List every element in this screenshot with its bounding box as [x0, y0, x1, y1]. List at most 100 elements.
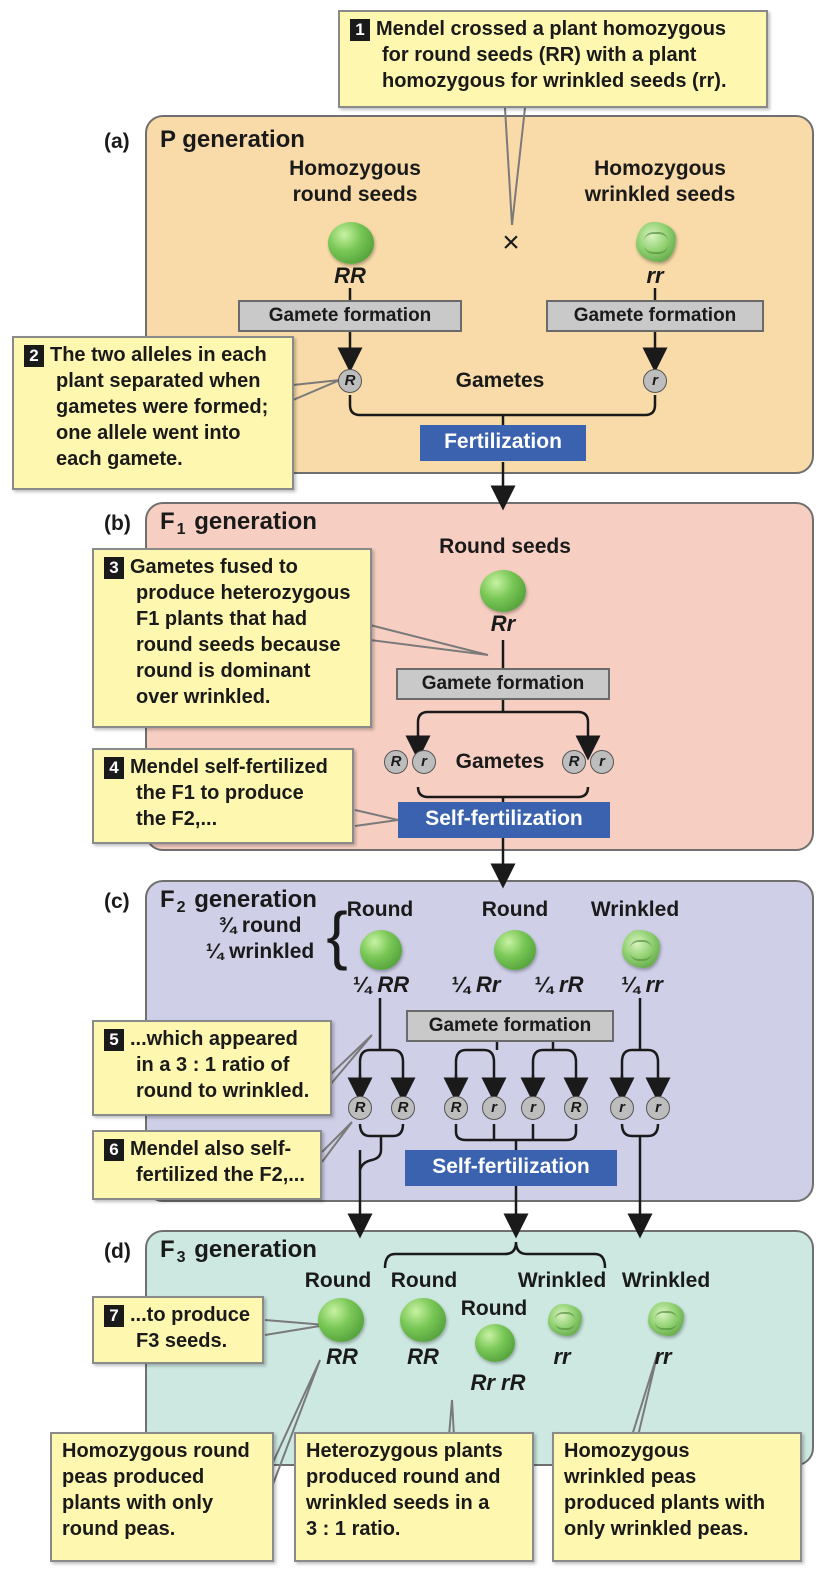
f3-wrinkled-label-1: Wrinkled [517, 1269, 607, 1292]
b2-line-3: wrinkled seeds in a [306, 1492, 490, 1514]
callout-1-line-2: for round seeds (RR) with a plant [382, 44, 697, 66]
allele-r-f1-right: r [590, 750, 614, 774]
left-parent-label: Homozygous round seeds [270, 156, 440, 208]
callout-number-6: 6 [104, 1139, 124, 1161]
f3-round-label-2: Round [390, 1269, 458, 1292]
f1-round-pea-icon [480, 570, 526, 612]
callout-4-line-1: Mendel self-fertilized [130, 756, 328, 778]
bottom-callout-heterozygous: Heterozygous plants produced round and w… [294, 1432, 534, 1562]
frac-3: ¼ [534, 972, 553, 997]
allele-R-f1-right: R [562, 750, 586, 774]
callout-7-line-2: F3 seeds. [136, 1330, 228, 1352]
wrinkled-pea-icon [636, 222, 676, 262]
callout-2-line-2: plant separated when [56, 370, 261, 392]
f3-genotype-wr-1: rr [553, 1344, 571, 1369]
gamete-formation-f2: Gamete formation [406, 1010, 614, 1042]
panel-a-title: P generation [160, 126, 305, 153]
b3-line-3: produced plants with [564, 1492, 766, 1514]
callout-number-2: 2 [24, 345, 44, 367]
panel-b-label: (b) [104, 512, 131, 535]
f2-round-pea-2-icon [494, 930, 536, 970]
callout-4: 4 Mendel self-fertilized the F1 to produc… [92, 748, 354, 844]
callout-6-line-2: fertilized the F2,... [136, 1164, 305, 1186]
gamete-formation-f1: Gamete formation [396, 668, 610, 700]
callout-number-3: 3 [104, 557, 124, 579]
ratio-round: ¾ round [218, 914, 302, 937]
self-fertilization-box-b: Self-fertilization [398, 802, 610, 838]
genotype-rr-wrinkled-parent: rr [646, 263, 664, 288]
panel-d-label: (d) [104, 1240, 131, 1263]
f2-genotype-2: ¼ Rr [440, 972, 512, 998]
g-3: rR [559, 972, 584, 997]
allele-r: r [643, 369, 667, 393]
frac-1: ¼ [352, 972, 372, 997]
f3-wrinkled-label-2: Wrinkled [621, 1269, 711, 1292]
b3-line-2: wrinkled peas [564, 1466, 697, 1488]
b1-line-3: plants with only [62, 1492, 214, 1514]
callout-number-4: 4 [104, 757, 124, 779]
f3-wrinkled-pea-1-icon [548, 1304, 582, 1336]
callout-5: 5...which appeared in a 3 : 1 ratio of r… [92, 1020, 332, 1116]
callout-5-line-1: ...which appeared [130, 1028, 298, 1050]
b1-line-4: round peas. [62, 1518, 176, 1540]
callout-2-line-3: gametes were formed; [56, 396, 269, 418]
round-seeds-label: Round seeds [439, 535, 571, 558]
f2-wrinkled-pea-icon [622, 930, 660, 968]
f2-title-f: F [160, 886, 175, 913]
allele-c-3: R [444, 1096, 468, 1120]
callout-5-line-3: round to wrinkled. [136, 1080, 310, 1102]
allele-r-f1-left: r [412, 750, 436, 774]
f2-col3-label: Wrinkled [590, 898, 680, 921]
gamete-formation-right: Gamete formation [546, 300, 764, 332]
callout-7: 7...to produce F3 seeds. [92, 1296, 264, 1364]
f3-round-pea-2-icon [400, 1298, 446, 1342]
round-pea-icon [328, 222, 374, 264]
g-4: rr [645, 972, 663, 997]
f3-genotype-wr-2: rr [654, 1344, 672, 1369]
b3-line-1: Homozygous [564, 1440, 690, 1462]
f3-wrinkled-pea-2-icon [648, 1302, 684, 1336]
ratio-wrinkled: ¼ wrinkled [205, 940, 315, 963]
callout-3-line-1: Gametes fused to [130, 556, 298, 578]
f2-genotype-1: ¼ RR [345, 972, 417, 998]
b2-line-2: produced round and [306, 1466, 501, 1488]
cross-symbol: × [502, 226, 520, 259]
f3-title-gen: generation [194, 1236, 317, 1263]
allele-c-2: R [391, 1096, 415, 1120]
f1-title-f: F [160, 508, 175, 535]
allele-c-8: r [646, 1096, 670, 1120]
f2-col2-label: Round [481, 898, 549, 921]
b2-line-1: Heterozygous plants [306, 1440, 503, 1462]
right-parent-line-2: wrinkled seeds [584, 183, 736, 206]
b3-line-4: only wrinkled peas. [564, 1518, 749, 1540]
callout-1-line-3: homozygous for wrinkled seeds (rr). [382, 70, 727, 92]
f3-genotype-rr-1: RR [326, 1344, 358, 1369]
self-fertilization-box-c: Self-fertilization [405, 1150, 617, 1186]
allele-c-7: r [610, 1096, 634, 1120]
callout-3-line-3: F1 plants that had [136, 608, 308, 630]
b2-line-4: 3 : 1 ratio. [306, 1518, 401, 1540]
allele-c-1: R [348, 1096, 372, 1120]
ratio-brace: { [326, 899, 348, 971]
f3-title-f: F [160, 1236, 175, 1263]
f3-round-pea-1-icon [318, 1298, 364, 1342]
b1-line-1: Homozygous round [62, 1440, 250, 1462]
gametes-label-a: Gametes [455, 369, 545, 392]
callout-4-line-2: the F1 to produce [136, 782, 304, 804]
f3-round-label-1: Round [304, 1269, 372, 1292]
right-parent-label: Homozygous wrinkled seeds [565, 156, 755, 208]
callout-number-5: 5 [104, 1029, 124, 1051]
allele-R-f1-left: R [384, 750, 408, 774]
f2-round-pea-1-icon [360, 930, 402, 970]
frac-4: ¼ [621, 972, 640, 997]
callout-3-line-6: over wrinkled. [136, 686, 271, 708]
f2-genotype-4: ¼ rr [606, 972, 678, 998]
callout-3-line-2: produce heterozygous [136, 582, 351, 604]
left-parent-line-2: round seeds [292, 183, 418, 206]
